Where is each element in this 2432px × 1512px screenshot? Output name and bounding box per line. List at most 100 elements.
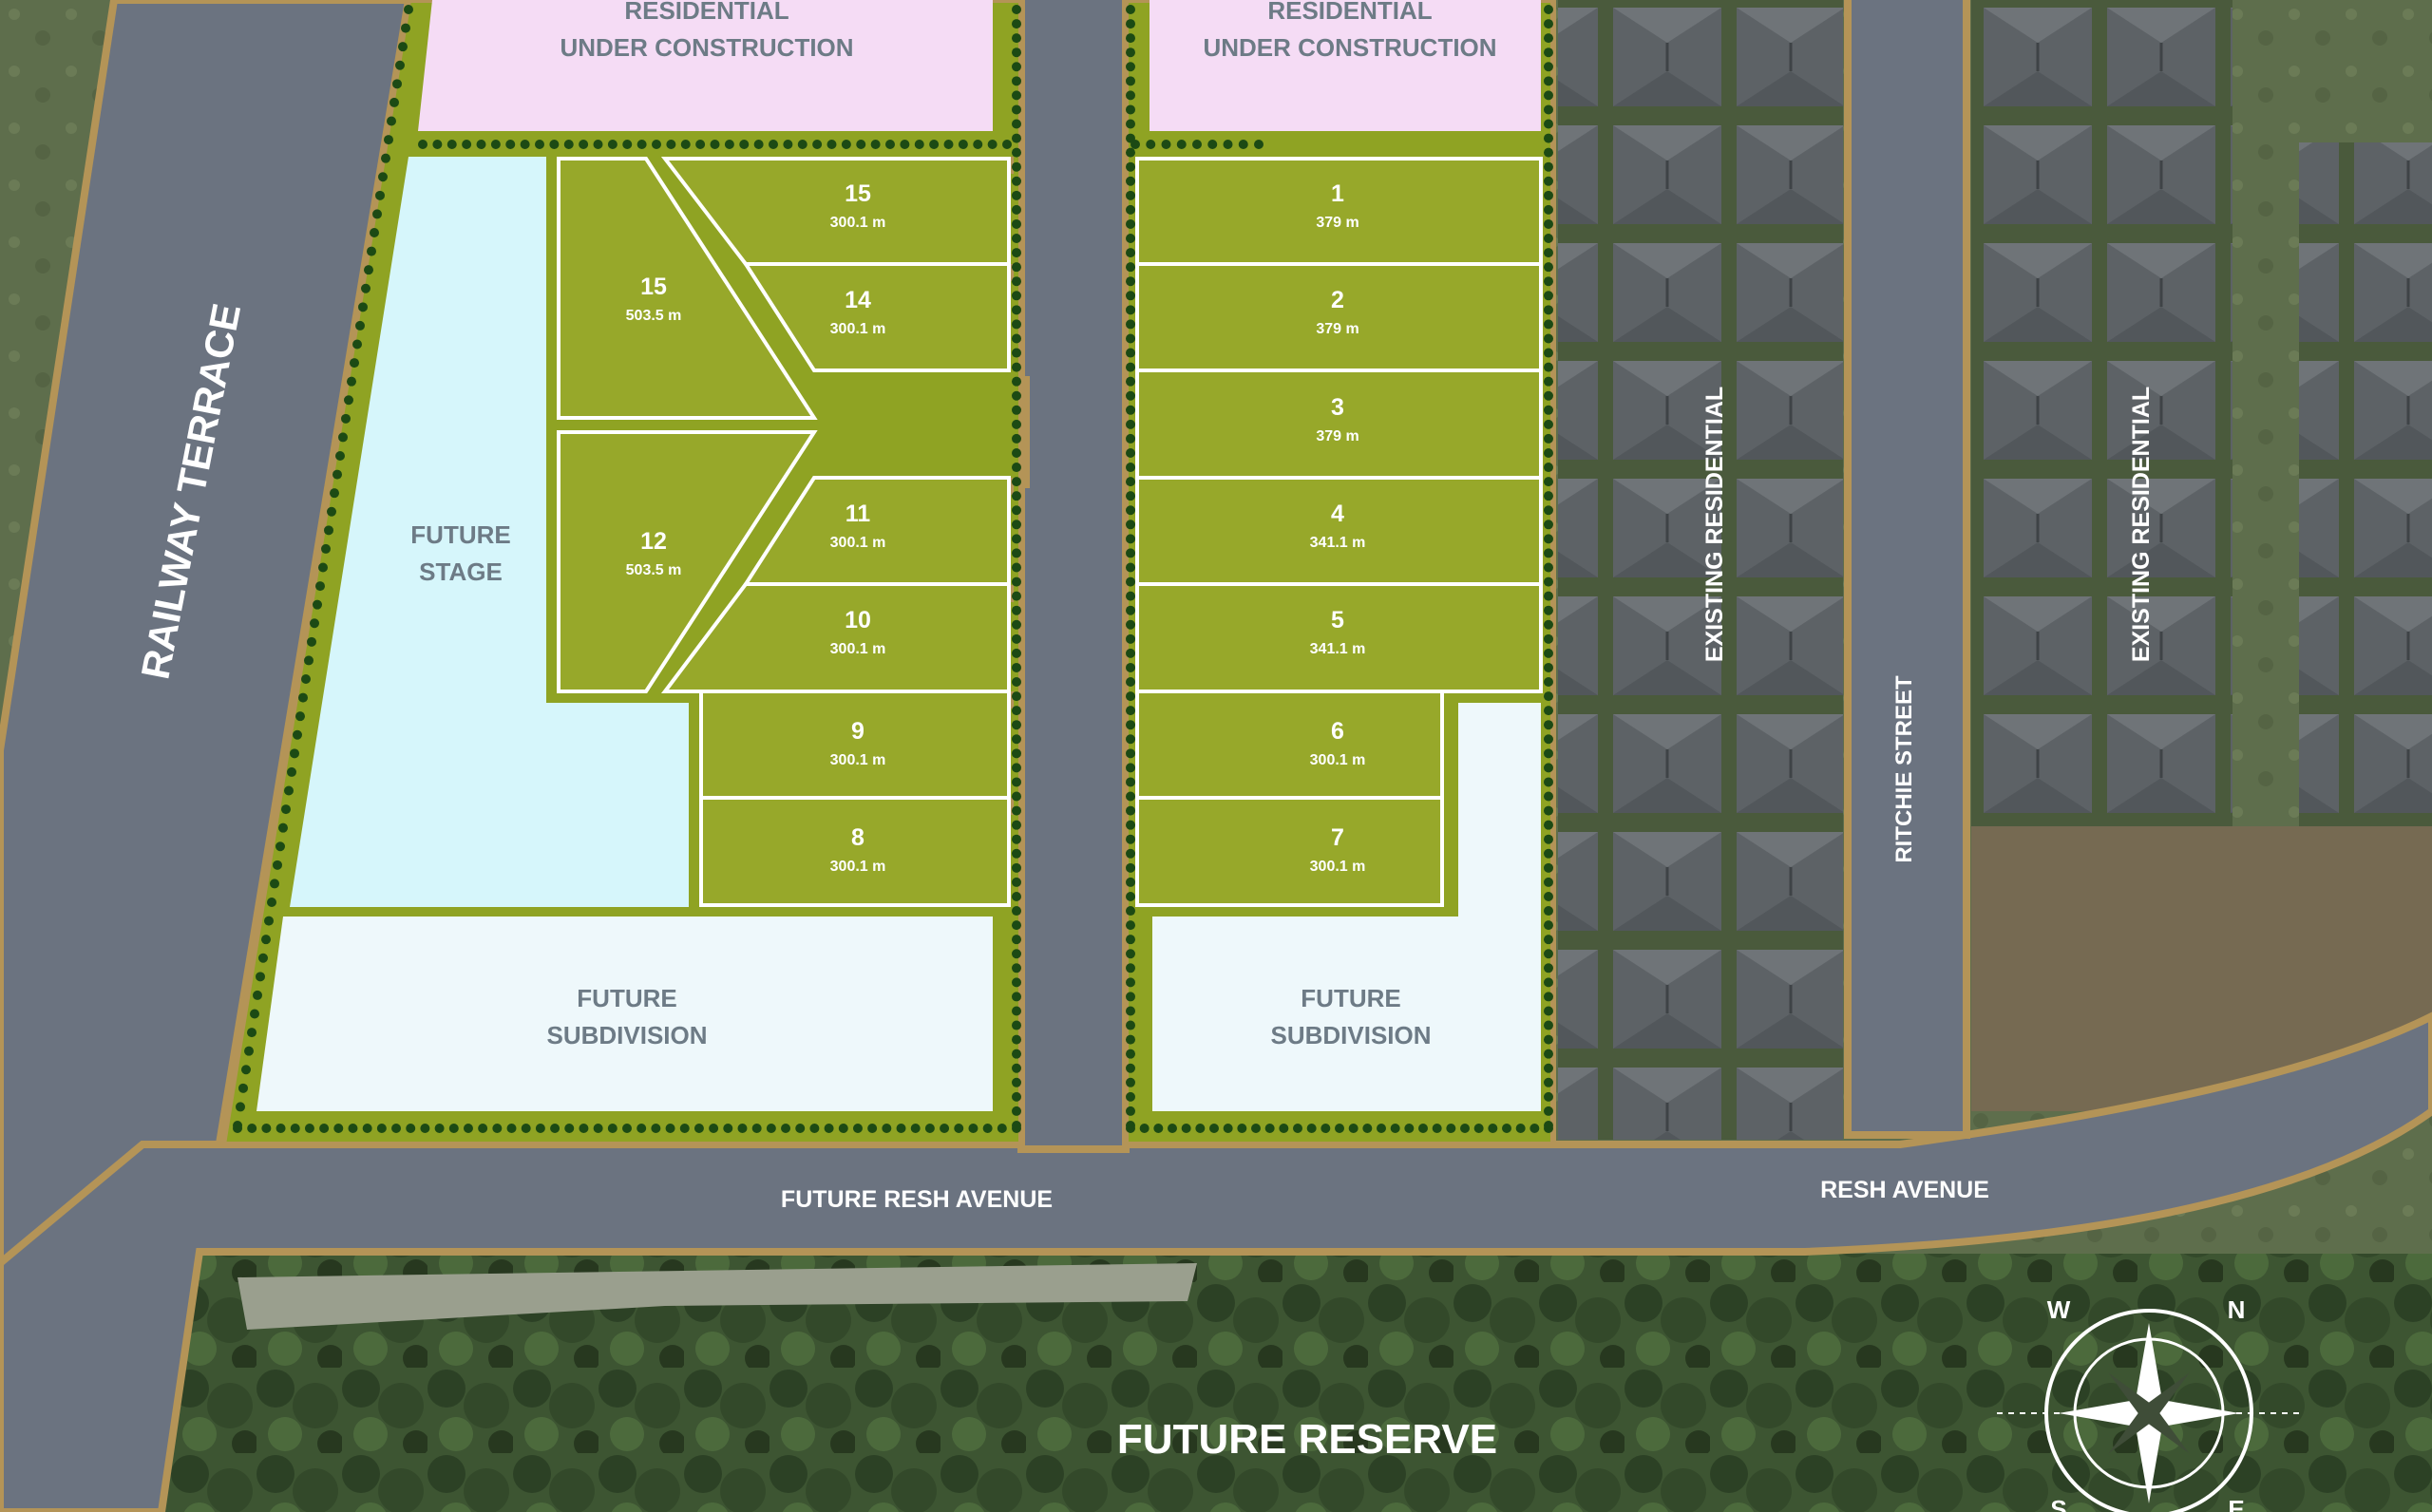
hedge-dot xyxy=(1012,5,1021,14)
lot-area: 379 m xyxy=(1316,215,1358,231)
lot-area: 300.1 m xyxy=(1310,859,1366,875)
hedge-railway-edge xyxy=(233,5,413,1130)
construction-zone-west xyxy=(418,0,993,131)
hedge-dot xyxy=(1012,1106,1021,1116)
hedge-dot xyxy=(1012,1063,1021,1073)
hedge-dot xyxy=(809,1124,820,1133)
hedge-dot xyxy=(1362,1124,1373,1133)
hedge-dot xyxy=(1238,140,1248,149)
lot-parcel xyxy=(1135,796,1444,907)
hedge-dot xyxy=(1544,706,1553,716)
hedge-dot xyxy=(1012,90,1021,101)
hedge-dot xyxy=(900,140,910,149)
hedge-dot xyxy=(1126,548,1135,558)
hedge-dot xyxy=(1237,1124,1247,1133)
hedge-dot xyxy=(1012,963,1021,973)
hedge-dot xyxy=(1126,291,1135,301)
lot-15b[interactable]: 15 503.5 m xyxy=(557,157,818,420)
hedge-dot xyxy=(258,953,268,963)
hedge-dot xyxy=(1515,1124,1526,1133)
hedge-dot xyxy=(1544,677,1553,688)
hedge-dot xyxy=(330,488,339,499)
hedge-dot xyxy=(1209,1124,1219,1133)
hedge-dot xyxy=(1377,1124,1386,1133)
hedge-dot xyxy=(520,140,530,149)
hedge-dot xyxy=(1126,390,1135,401)
hedge-dot xyxy=(1126,19,1135,29)
hedge-dot xyxy=(341,413,351,424)
hedge-dot xyxy=(1126,248,1135,258)
hedge-dot xyxy=(795,1124,806,1133)
hedge-dot xyxy=(1126,47,1135,58)
hedge-dot xyxy=(724,140,734,149)
hedge-dot xyxy=(1126,591,1135,601)
hedge-dot xyxy=(332,469,342,480)
hedge-dot xyxy=(766,1124,776,1133)
existing-houses-block-1 xyxy=(1558,0,1843,1140)
hedge-dot xyxy=(1544,1106,1553,1116)
hedge-dot xyxy=(1012,862,1021,873)
lot-area: 503.5 m xyxy=(626,308,682,324)
hedge-dot xyxy=(1126,805,1135,816)
hedge-dot xyxy=(1126,405,1135,415)
future-resh-avenue-label: FUTURE RESH AVENUE xyxy=(781,1186,1053,1213)
hedge-dot xyxy=(267,898,276,907)
lot-parcel xyxy=(1135,157,1543,266)
hedge-dot xyxy=(434,1124,445,1133)
hedge-dot xyxy=(1126,433,1135,444)
hedge-dot xyxy=(1544,276,1553,287)
lot-number: 12 xyxy=(640,528,667,555)
hedge-dot xyxy=(1544,419,1553,429)
hedge-dot xyxy=(1126,748,1135,759)
hedge-dot xyxy=(1012,19,1021,29)
hedge-dot xyxy=(1012,491,1021,501)
hedge-dot xyxy=(233,1124,242,1133)
hedge-dot xyxy=(709,1124,719,1133)
hedge-dot xyxy=(244,1046,254,1056)
hedge-dot xyxy=(278,822,288,833)
compass-letter-s: S xyxy=(2050,1495,2066,1512)
lot-number: 15 xyxy=(640,274,667,300)
hedge-dot xyxy=(1544,820,1553,830)
lot-parcel xyxy=(1135,582,1543,693)
hedge-dot xyxy=(1126,376,1135,387)
hedge-dot xyxy=(1126,662,1135,672)
hedge-dot xyxy=(943,140,954,149)
hedge-dot xyxy=(1012,534,1021,544)
hedge-dot xyxy=(256,972,265,982)
hedge-dot xyxy=(826,140,837,149)
hedge-dot xyxy=(1223,1124,1233,1133)
hedge-dot xyxy=(867,1124,878,1133)
hedge-dot xyxy=(1012,605,1021,615)
hedge-dot xyxy=(1126,104,1135,115)
hedge-dot xyxy=(1126,834,1135,844)
hedge-dot xyxy=(958,140,968,149)
hedge-dot xyxy=(1544,834,1553,844)
hedge-dot xyxy=(1126,1106,1135,1116)
hedge-dot xyxy=(1544,848,1553,859)
hedge-dot xyxy=(1161,140,1171,149)
hedge-dot xyxy=(264,916,274,926)
hedge-dot xyxy=(535,1124,545,1133)
hedge-dot xyxy=(1126,706,1135,716)
hedge-dot xyxy=(1544,1034,1553,1045)
hedge-dot xyxy=(352,339,362,350)
hedge-dot xyxy=(1126,76,1135,86)
hedge-dot xyxy=(463,1124,473,1133)
hedge-dot xyxy=(1544,805,1553,816)
